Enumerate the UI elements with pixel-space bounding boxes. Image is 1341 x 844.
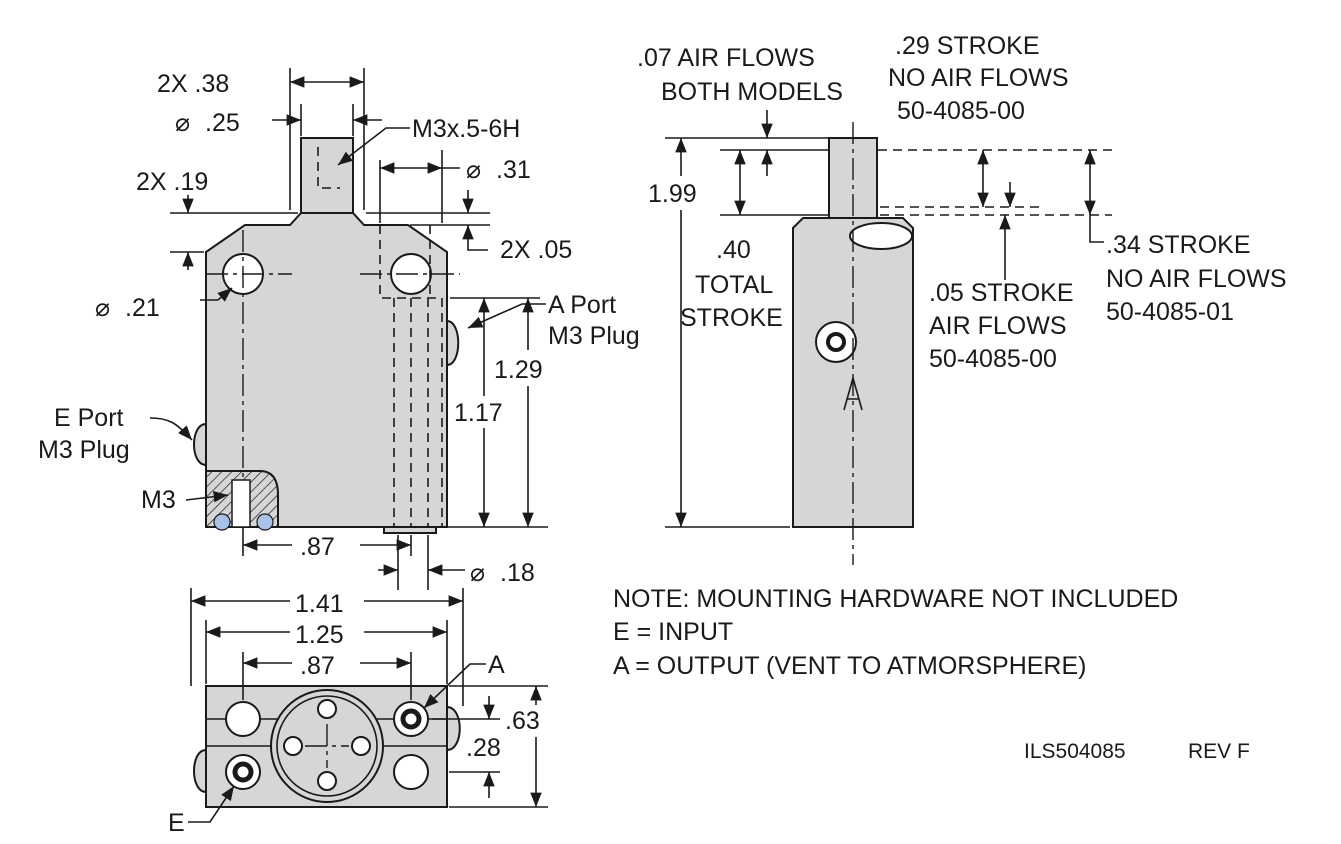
a-port-label: A Port [548,291,616,319]
bottom-mount-hole-tl [225,701,261,737]
e-port-label: E Port [54,404,124,432]
dim-2x-19: 2X .19 [136,168,208,196]
stroke-05-model: 50-4085-00 [929,345,1057,373]
note-a-output: A = OUTPUT (VENT TO ATMORSPHERE) [613,652,1086,680]
dim-dia-18: .18 [500,559,535,587]
dim-dia-21: .21 [125,294,160,322]
bottom-plug-left [193,748,207,794]
bolt-hole-top [317,699,337,719]
front-plunger [300,137,354,221]
revision: REV F [1188,740,1250,763]
air-07-label: .07 AIR FLOWS [637,44,815,72]
a-port-plug-label: M3 Plug [548,322,640,350]
stroke-34-model: 50-4085-01 [1106,298,1234,326]
dim-dia-31: .31 [496,156,531,184]
bolt-hole-right [351,736,371,756]
bottom-mount-hole-br [393,754,429,790]
dim-1-99: 1.99 [648,180,697,208]
dim-87-bottom: .87 [300,652,335,680]
dim-1-17: 1.17 [454,399,503,427]
note-hardware: NOTE: MOUNTING HARDWARE NOT INCLUDED [613,585,1178,613]
stroke-05-label: .05 STROKE [929,279,1074,307]
dim-2x-05: 2X .05 [500,236,572,264]
dim-1-25: 1.25 [295,621,344,649]
side-top-port [849,222,913,250]
label-a: A [488,651,505,679]
dim-2x-38: 2X .38 [157,70,229,98]
dim-87-front: .87 [300,533,335,561]
label-e: E [168,809,185,837]
dim-40: .40 [716,236,751,264]
dia-symbol: ⌀ [175,109,190,137]
stroke-29-label: .29 STROKE [895,32,1040,60]
dim-63: .63 [505,707,540,735]
seal-ring-right [256,513,274,531]
dia-symbol: ⌀ [466,156,481,184]
dim-1-29: 1.29 [494,356,543,384]
dia-symbol: ⌀ [95,294,110,322]
dim-dia-25: .25 [205,109,240,137]
stroke-29-model: 50-4085-00 [897,97,1025,125]
side-port-inner [826,332,846,352]
note-e-input: E = INPUT [613,618,733,646]
e-port-plug-label: M3 Plug [38,436,130,464]
total-label: TOTAL [695,271,773,299]
stroke-34-no-air: NO AIR FLOWS [1106,265,1287,293]
dim-1-41: 1.41 [295,590,344,618]
part-number: ILS504085 [1024,740,1126,763]
side-body [792,217,914,528]
bottom-view: 1.41 1.25 .87 A E .63 .28 [168,588,551,837]
port-a-inner [400,708,422,730]
seal-ring-left [213,513,231,531]
stroke-34-label: .34 STROKE [1106,231,1251,259]
m3-bore [231,479,251,528]
side-view: 1.99 .40 TOTAL STROKE .07 AIR FLOWS BOTH… [637,32,1287,565]
front-body [205,212,448,528]
notes-block: NOTE: MOUNTING HARDWARE NOT INCLUDED E =… [613,585,1250,763]
dia-symbol: ⌀ [470,559,485,587]
bolt-hole-bottom [317,771,337,791]
stroke-29-no-air: NO AIR FLOWS [888,64,1069,92]
dim-28: .28 [466,734,501,762]
a-port-plug [446,319,460,367]
front-view: 2X .38 ⌀ .25 M3x.5-6H 2X .19 ⌀ .31 2X .0… [38,68,640,590]
dim-thread-m3: M3x.5-6H [412,115,520,143]
bolt-hole-left [283,736,303,756]
stroke-label: STROKE [680,304,783,332]
port-e-inner [232,761,254,783]
e-port-plug [193,422,207,467]
stroke-05-air: AIR FLOWS [929,312,1067,340]
m3-label: M3 [141,486,176,514]
bottom-plug-right [446,705,461,752]
both-models-label: BOTH MODELS [661,78,843,106]
